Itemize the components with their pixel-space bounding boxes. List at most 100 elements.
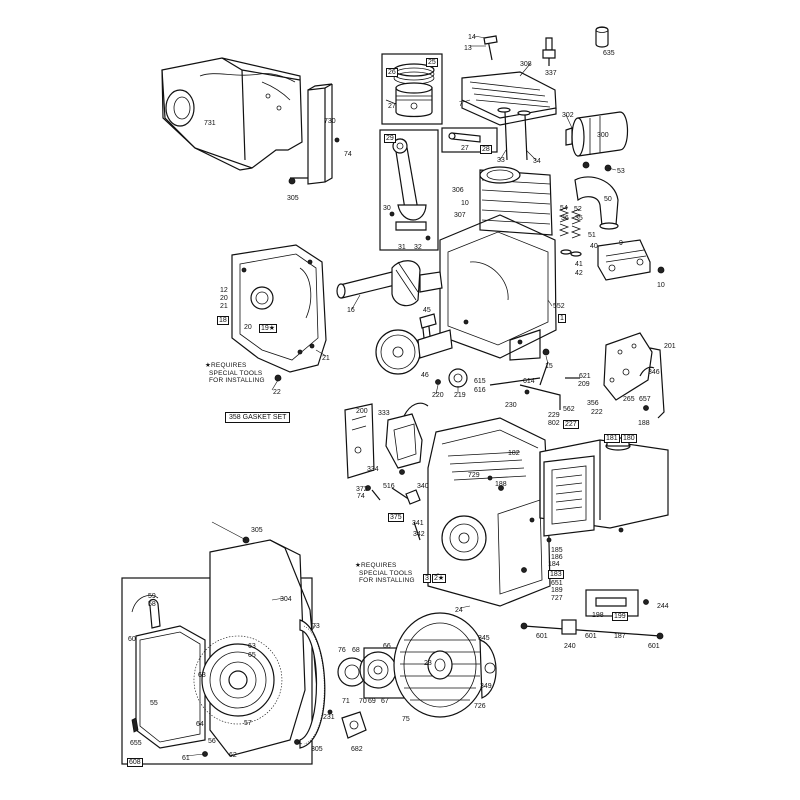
part-label-27a: 27 [388,103,396,110]
part-label-60: 60 [128,636,136,643]
part-label-59: 59 [148,593,156,600]
part-label-727: 727 [551,595,563,602]
part-label-300: 300 [597,132,609,139]
part-label-209: 209 [578,381,590,388]
part-label-201: 201 [664,343,676,350]
part-label-230: 230 [505,402,517,409]
part-label-66: 66 [383,643,391,650]
part-label-601b: 601 [585,633,597,640]
part-label-244: 244 [657,603,669,610]
part-label-73: 73 [312,623,320,630]
valve-springs [558,206,582,257]
part-label-198: 198 [592,612,604,619]
part-label-341: 341 [412,520,424,527]
part-label-1: 1 [558,314,566,323]
part-label-187: 187 [614,633,626,640]
camshaft-gear [375,313,453,375]
part-label-222: 222 [591,409,603,416]
crankshaft [336,260,443,307]
small-fasteners [365,485,421,541]
breather-9 [597,239,665,281]
part-label-227: 227 [563,420,579,429]
part-label-305a: 305 [287,195,299,202]
gasket-set-label: 358 GASKET SET [225,412,291,423]
part-label-27b: 27 [461,145,469,152]
air-cleaner [539,437,669,543]
part-label-657: 657 [639,396,651,403]
control-bracket [603,332,665,419]
part-label-180: 180 [621,434,637,443]
part-label-22: 22 [273,389,281,396]
blower-housing-304 [193,536,319,757]
part-label-18: 18 [217,316,229,325]
part-label-46: 46 [421,372,429,379]
part-label-616: 616 [474,387,486,394]
cylinder-block [439,166,557,361]
part-label-29: 29 [384,134,396,143]
part-label-614: 614 [523,378,535,385]
part-label-65: 65 [248,652,256,659]
part-label-26: 26 [386,68,398,77]
part-label-307: 307 [454,212,466,219]
part-label-20b: 20 [244,324,252,331]
part-label-7: 7 [459,101,463,108]
part-label-9: 9 [619,240,623,247]
part-label-57: 57 [244,720,252,727]
part-label-25: 25 [426,58,438,67]
part-label-55: 55 [150,700,158,707]
part-label-601a: 601 [536,633,548,640]
leader-lines [185,35,617,757]
part-label-621: 621 [579,373,591,380]
ring-gear-73 [299,619,326,749]
part-label-63: 63 [248,643,256,650]
part-label-32: 32 [414,244,422,251]
part-label-516: 516 [383,483,395,490]
part-label-54: 54 [560,205,568,212]
connecting-rod-group [379,129,439,251]
part-label-75: 75 [402,716,410,723]
part-label-74b: 74 [357,493,365,500]
part-label-552: 552 [553,303,565,310]
part-label-30: 30 [383,205,391,212]
part-label-306: 306 [452,187,464,194]
part-label-34: 34 [533,158,541,165]
part-label-63b: 63 [198,672,206,679]
part-label-337: 337 [545,70,557,77]
starter-cup [327,647,411,739]
part-label-340: 340 [417,483,429,490]
part-label-31: 31 [398,244,406,251]
part-label-333: 333 [378,410,390,417]
part-label-35: 35 [575,215,583,222]
part-label-52: 52 [574,206,582,213]
part-label-334: 334 [367,466,379,473]
part-label-64: 64 [196,721,204,728]
part-label-305c: 305 [311,746,323,753]
part-label-305b: 305 [251,527,263,534]
part-label-346: 346 [648,369,660,376]
part-label-53: 53 [617,168,625,175]
part-label-14: 14 [468,34,476,41]
part-label-45: 45 [423,307,431,314]
cylinder-head [461,26,609,126]
part-label-51: 51 [588,232,596,239]
part-label-229: 229 [548,412,560,419]
part-label-372: 372 [356,486,368,493]
part-label-601c: 601 [648,643,660,650]
part-label-15: 15 [545,363,553,370]
part-label-200: 200 [356,408,368,415]
part-label-67: 67 [381,698,389,705]
part-label-356: 356 [587,400,599,407]
blower-housing-731 [161,57,303,171]
part-label-220: 220 [432,392,444,399]
part-label-608: 608 [127,758,143,767]
part-label-308: 308 [520,61,532,68]
part-label-10a: 10 [461,200,469,207]
part-label-342: 342 [413,531,425,538]
air-duct-730 [288,83,340,185]
part-label-69: 69 [368,698,376,705]
part-label-562: 562 [563,406,575,413]
part-label-28: 28 [480,145,492,154]
armature-bracket [344,403,375,479]
